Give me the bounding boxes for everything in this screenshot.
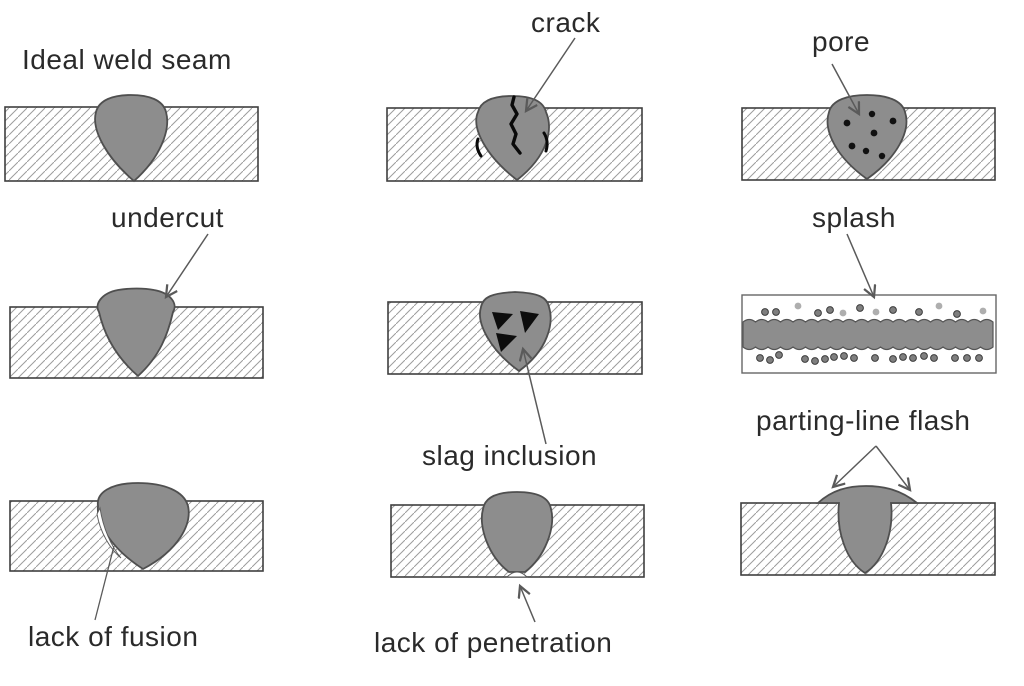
weld-bead: [97, 482, 190, 571]
slag-inclusion-arrow: [523, 349, 547, 445]
weld-bead-with-flash: [815, 485, 920, 575]
crack-mark-main: [509, 95, 522, 155]
panel-ideal-weld-seam: [4, 94, 259, 183]
weld-bead: [96, 287, 176, 378]
panel-pore: [741, 63, 996, 181]
panel-lack-of-fusion: [9, 482, 264, 621]
weld-bead: [475, 95, 550, 182]
panel-undercut: [9, 233, 264, 379]
panel-lack-of-penetration: [390, 491, 645, 623]
undercut-arrow: [166, 233, 209, 297]
label-slag-inclusion: slag inclusion: [422, 440, 598, 471]
splash-arrow: [846, 233, 874, 297]
label-lack-of-fusion: lack of fusion: [28, 621, 199, 652]
slag-marks: [492, 311, 539, 352]
panel-parting-line-flash: [740, 445, 996, 576]
crack-arrow: [526, 37, 576, 111]
panel-splash: [741, 233, 997, 374]
label-undercut: undercut: [111, 202, 224, 233]
weld-bead: [479, 291, 552, 373]
label-splash: splash: [812, 202, 896, 233]
penetration-gap-mark: [505, 571, 529, 578]
panel-crack: [386, 37, 643, 182]
weld-bead: [826, 94, 908, 181]
label-pore: pore: [812, 26, 871, 57]
lack-of-penetration-arrow: [520, 586, 536, 623]
splash-dots-bottom: [756, 351, 983, 365]
label-ideal-weld-seam: Ideal weld seam: [22, 44, 232, 75]
label-parting-line-flash: parting-line flash: [756, 405, 971, 436]
parting-line-flash-arrow-left: [833, 445, 877, 487]
splash-dots-top-light: [794, 302, 987, 317]
pore-arrow: [831, 63, 859, 114]
fusion-gap-mark: [96, 506, 122, 559]
lack-of-fusion-pointer-line: [94, 545, 115, 621]
label-lack-of-penetration: lack of penetration: [374, 627, 613, 658]
crack-mark-left: [475, 137, 483, 158]
pore-marks: [843, 110, 897, 160]
crack-mark-right: [542, 131, 549, 153]
weld-band: [742, 318, 994, 351]
panel-slag-inclusion: [387, 291, 643, 445]
weld-bead: [94, 94, 168, 183]
parting-line-flash-arrow-right: [875, 445, 910, 490]
weld-bead: [481, 491, 553, 573]
label-crack: crack: [531, 7, 601, 38]
splash-dots-top-dark: [761, 304, 961, 318]
